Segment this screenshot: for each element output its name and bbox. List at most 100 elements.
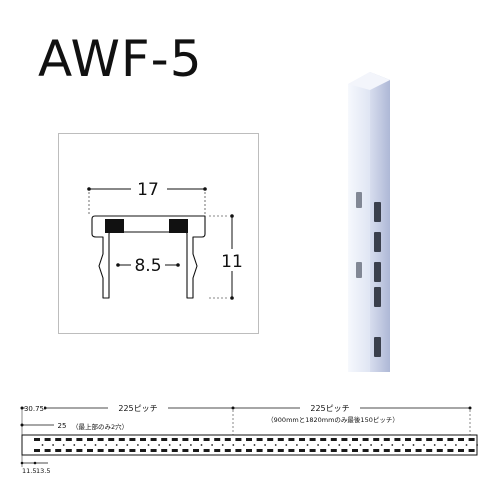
rail-center-dot (359, 444, 362, 446)
rail-slot-top (468, 438, 475, 441)
offset-top-label: 30.75 (24, 405, 44, 413)
rail-center-dot (105, 444, 107, 446)
rail-slot-top (171, 438, 178, 441)
rail-center-dot (380, 444, 383, 446)
rail-center-dot (296, 444, 298, 446)
rail-slot-bottom (394, 449, 401, 452)
rail-center-dot (221, 444, 224, 446)
rail-center-dot (115, 444, 118, 446)
product-title: AWF-5 (38, 30, 203, 88)
dimension-dot (230, 214, 234, 218)
rail-slot-top (299, 438, 305, 441)
rail-slot-bottom (468, 449, 475, 452)
rail-slot-bottom (267, 449, 274, 452)
rail-slot-bottom (288, 449, 295, 452)
rail-slot-top (426, 438, 433, 441)
dimension-dot (176, 263, 180, 267)
rail-center-dot (126, 444, 129, 446)
rail-slot-top (394, 438, 401, 441)
rail-slot-top (44, 438, 51, 441)
rail-center-dot (433, 444, 436, 446)
rail-slot-top (214, 438, 221, 441)
rail-slot-top (55, 438, 62, 441)
pitch-label-2: 225ピッチ (310, 404, 349, 413)
rail-slot-bottom (97, 449, 104, 452)
rail-slot-top (309, 438, 316, 441)
rail-slot-bottom (447, 449, 454, 452)
rail-slot-top (97, 438, 104, 441)
rail-slot-bottom (161, 449, 168, 452)
rail-center-dot (62, 444, 65, 446)
rail-center-dot (253, 444, 256, 446)
rail-center-dot (370, 444, 372, 446)
rail-center-dot (264, 444, 266, 446)
rail-center-dot (52, 444, 54, 446)
bottom-label-2: 13.5 (36, 467, 50, 475)
rail-slot-bottom (373, 449, 380, 452)
width-label: 17 (137, 180, 159, 200)
rail-slot (356, 192, 362, 208)
rail-center-dot (168, 444, 171, 446)
rail-slot-bottom (277, 449, 284, 452)
rail-center-dot (423, 444, 425, 446)
rail-center-dot (391, 444, 394, 446)
rail-center-dot (200, 444, 203, 446)
label-mask (54, 419, 70, 431)
rail-center-dot (190, 444, 192, 446)
rail-slot-top (405, 438, 411, 441)
dimension-dot (20, 461, 24, 465)
rail-slot-bottom (405, 449, 411, 452)
rail-slot-bottom (203, 449, 210, 452)
rail-slot-top (34, 438, 40, 441)
pitch-note-2: （900mmと1820mmのみ最後150ピッチ） (267, 415, 399, 424)
label-mask (131, 255, 165, 275)
rail-slot-bottom (415, 449, 422, 452)
dimension-dot (468, 406, 472, 410)
rail-slot-top (182, 438, 189, 441)
rail-slot-top (140, 438, 146, 441)
rail-slot-top (87, 438, 93, 441)
rail-slot-bottom (87, 449, 93, 452)
rail-elevation-drawing: 30.75 225ピッチ 225ピッチ 25 （最上部のみ2穴） （900mmと… (20, 401, 478, 475)
rail-slot-bottom (309, 449, 316, 452)
rail-center-dot (147, 444, 150, 446)
rail-slot-bottom (182, 449, 189, 452)
rail-slot-top (256, 438, 263, 441)
rail-slot-bottom (341, 449, 348, 452)
rail-center-dot (327, 444, 330, 446)
rail-slot-top (383, 438, 390, 441)
rail-center-dot (73, 444, 76, 446)
dimension-dot (230, 296, 234, 300)
rail-slot-bottom (65, 449, 72, 452)
rail-slot-bottom (256, 449, 263, 452)
rail-slot-bottom (426, 449, 433, 452)
rail-slot-top (65, 438, 72, 441)
rail-slot (374, 202, 381, 222)
rail-slot (374, 337, 381, 357)
rail-center-dot (338, 444, 341, 446)
dimension-dot (43, 406, 47, 410)
rail-center-dot (285, 444, 288, 446)
rail-slot-top (150, 438, 157, 441)
rail-slot-bottom (383, 449, 390, 452)
rail-top (348, 72, 390, 90)
rail-center-dot (232, 444, 235, 446)
rail-slot-top (288, 438, 295, 441)
rail-slot-bottom (140, 449, 146, 452)
rail-slot-bottom (193, 449, 199, 452)
rail-center-dot (455, 444, 457, 446)
rail-slot-bottom (55, 449, 62, 452)
rail-slot-bottom (299, 449, 305, 452)
inner-label: 8.5 (134, 256, 161, 276)
dimension-dot (231, 406, 235, 410)
rail-slot-bottom (76, 449, 83, 452)
dimension-dot (33, 461, 37, 465)
rail-slot-bottom (246, 449, 252, 452)
rail-slot-top (203, 438, 210, 441)
dimension-dot (116, 263, 120, 267)
rail-slot (356, 262, 362, 278)
rail-slot-top (362, 438, 369, 441)
rail-slot-bottom (330, 449, 337, 452)
rail-slot-bottom (44, 449, 51, 452)
rail-center-dot (476, 444, 478, 446)
